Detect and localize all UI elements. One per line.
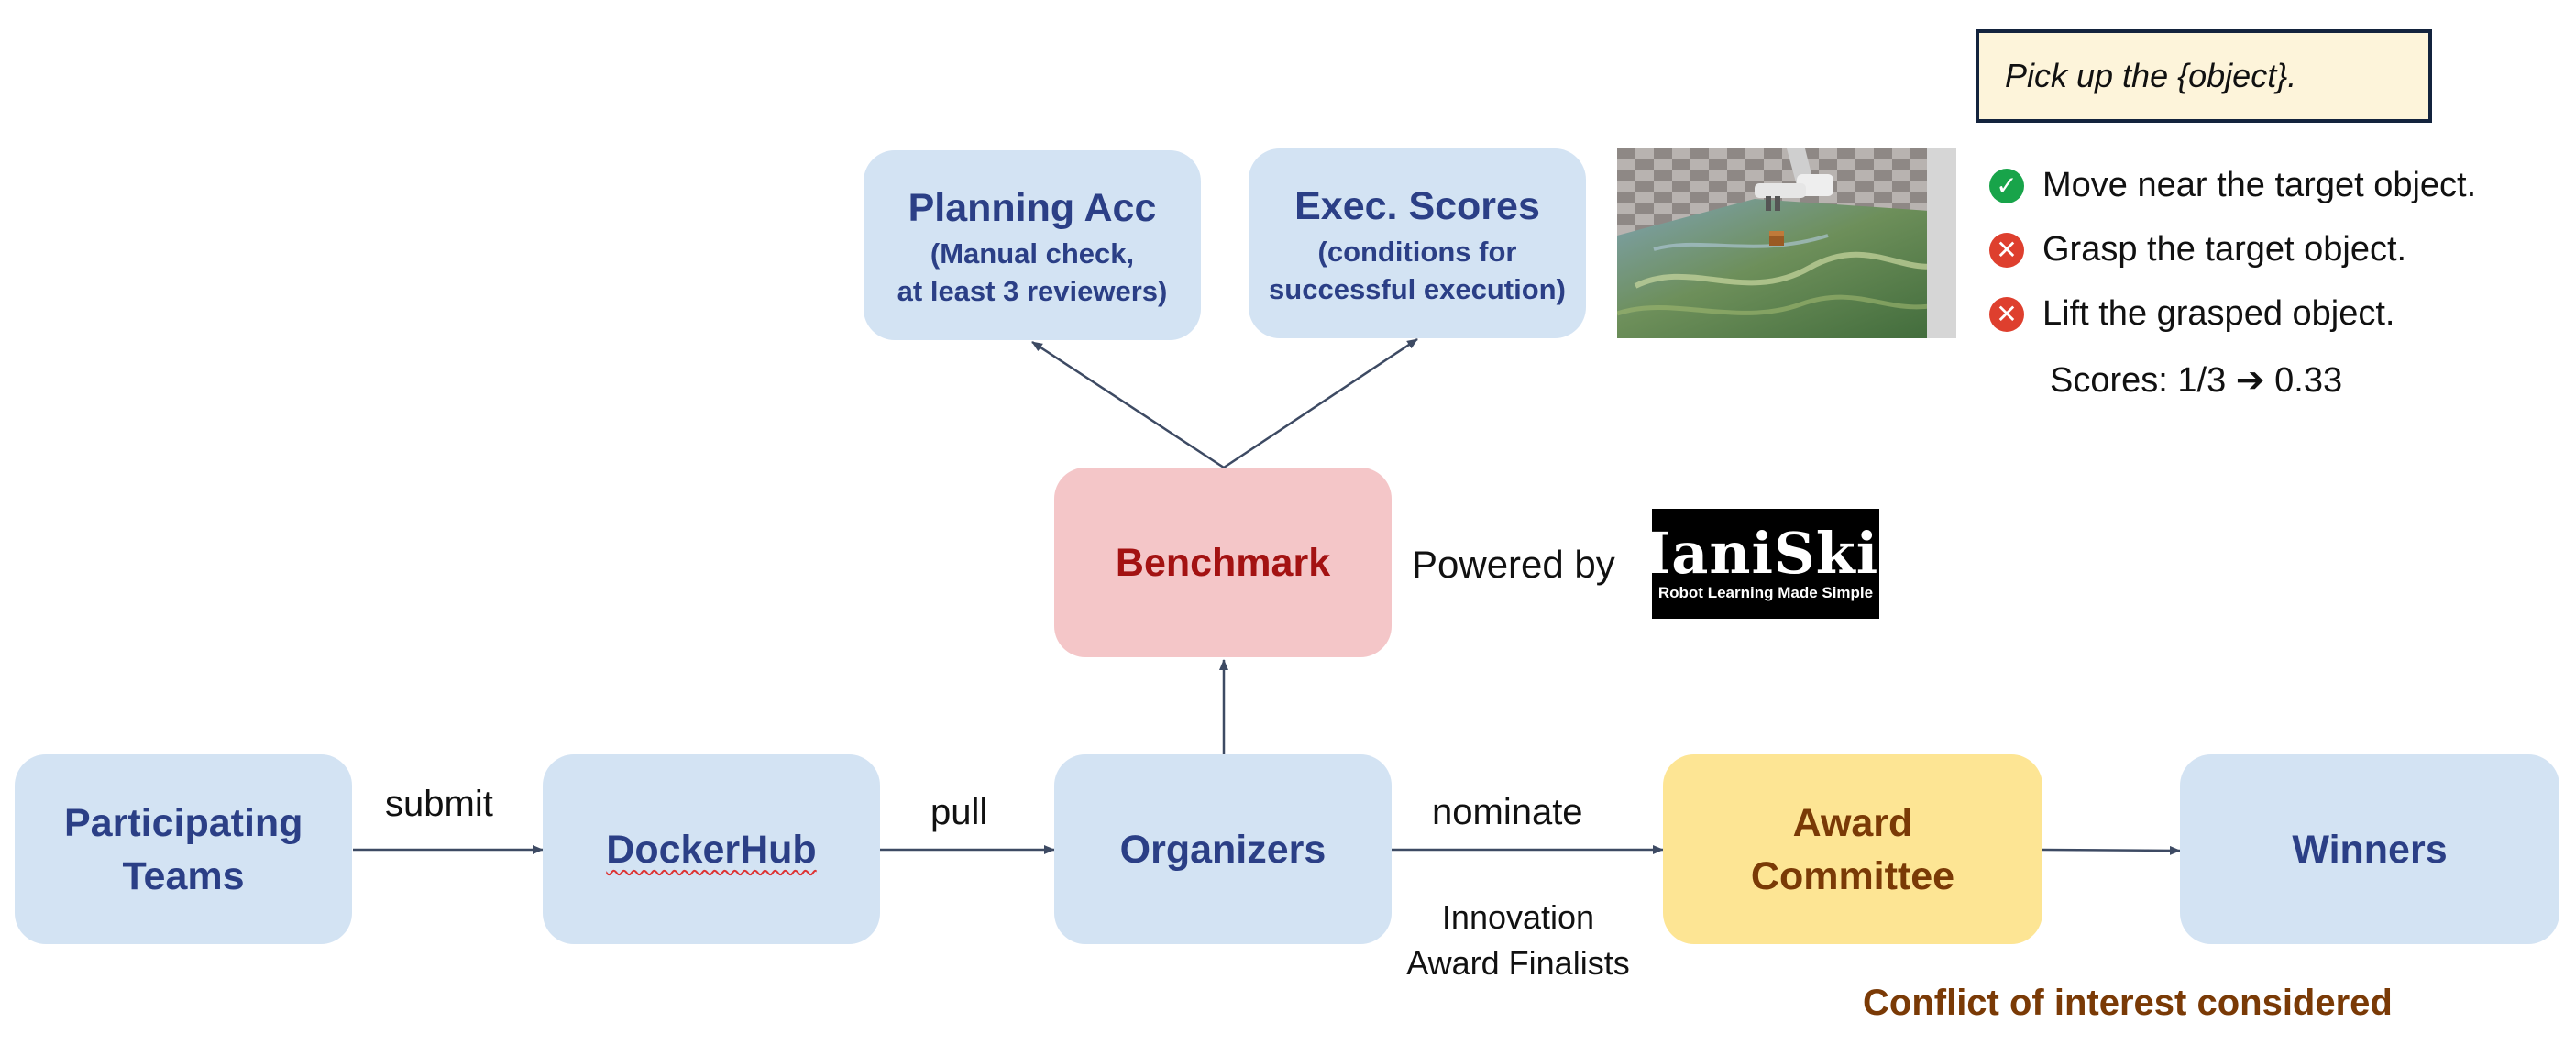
node-dockerhub-label: DockerHub — [606, 827, 817, 872]
exec-scores-note-line1: (conditions for — [1317, 235, 1517, 268]
cross-icon: ✕ — [1989, 232, 2024, 268]
maniskill-logo-tagline: Robot Learning Made Simple — [1657, 584, 1874, 601]
condition-row-1: ✓ Move near the target object. — [1989, 166, 2476, 205]
node-dockerhub: DockerHub — [543, 754, 880, 944]
edge-label-pull: pull — [930, 792, 988, 832]
maniskill-logo: ManiSkill Robot Learning Made Simple — [1608, 509, 1922, 619]
node-award-committee-label: Award Committee — [1750, 800, 1955, 898]
task-prompt-box: Pick up the {object}. — [1976, 29, 2432, 123]
maniskill-logo-wordmark: ManiSkill — [1607, 520, 1924, 587]
arrow-benchmark-to-exec — [1223, 337, 1418, 469]
arrow-committee-to-winners — [2042, 845, 2181, 855]
conflict-of-interest-note: Conflict of interest considered — [1863, 983, 2393, 1023]
check-icon: ✓ — [1989, 168, 2024, 204]
node-benchmark: Benchmark — [1054, 468, 1392, 657]
edge-label-nominate: nominate — [1432, 792, 1583, 832]
edge-label-finalists-line2: Award Finalists — [1406, 944, 1630, 982]
node-organizers-label: Organizers — [1119, 827, 1327, 872]
exec-scores-note-line2: successful execution) — [1269, 272, 1566, 305]
edge-label-finalists-line1: Innovation — [1441, 898, 1595, 936]
arrow-benchmark-to-planning — [1031, 340, 1225, 469]
node-organizers: Organizers — [1054, 754, 1392, 944]
condition-row-2: ✕ Grasp the target object. — [1989, 230, 2406, 270]
exec-scores-title: Exec. Scores — [1294, 183, 1540, 228]
node-winners: Winners — [2180, 754, 2559, 944]
node-winners-label: Winners — [2292, 827, 2448, 872]
node-participating-teams-label: Participating Teams — [64, 800, 303, 898]
planning-acc-note-line1: (Manual check, — [930, 236, 1135, 270]
powered-by-label: Powered by — [1412, 543, 1615, 586]
condition-text-2: Grasp the target object. — [2042, 230, 2407, 269]
node-award-committee: Award Committee — [1663, 754, 2042, 944]
node-participating-teams: Participating Teams — [15, 754, 352, 944]
score-summary: Scores: 1/3 ➔ 0.33 — [2050, 361, 2343, 400]
planning-acc-title: Planning Acc — [908, 185, 1157, 230]
simulation-scene-image — [1617, 148, 1956, 338]
edge-label-submit: submit — [385, 784, 493, 824]
cross-icon: ✕ — [1989, 296, 2024, 332]
node-benchmark-label: Benchmark — [1115, 540, 1331, 585]
node-planning-acc: Planning Acc (Manual check, at least 3 r… — [864, 150, 1201, 340]
condition-text-3: Lift the grasped object. — [2042, 294, 2395, 333]
condition-row-3: ✕ Lift the grasped object. — [1989, 294, 2394, 334]
node-exec-scores: Exec. Scores (conditions for successful … — [1249, 148, 1586, 338]
planning-acc-note-line2: at least 3 reviewers) — [897, 274, 1168, 307]
condition-text-1: Move near the target object. — [2042, 166, 2477, 204]
